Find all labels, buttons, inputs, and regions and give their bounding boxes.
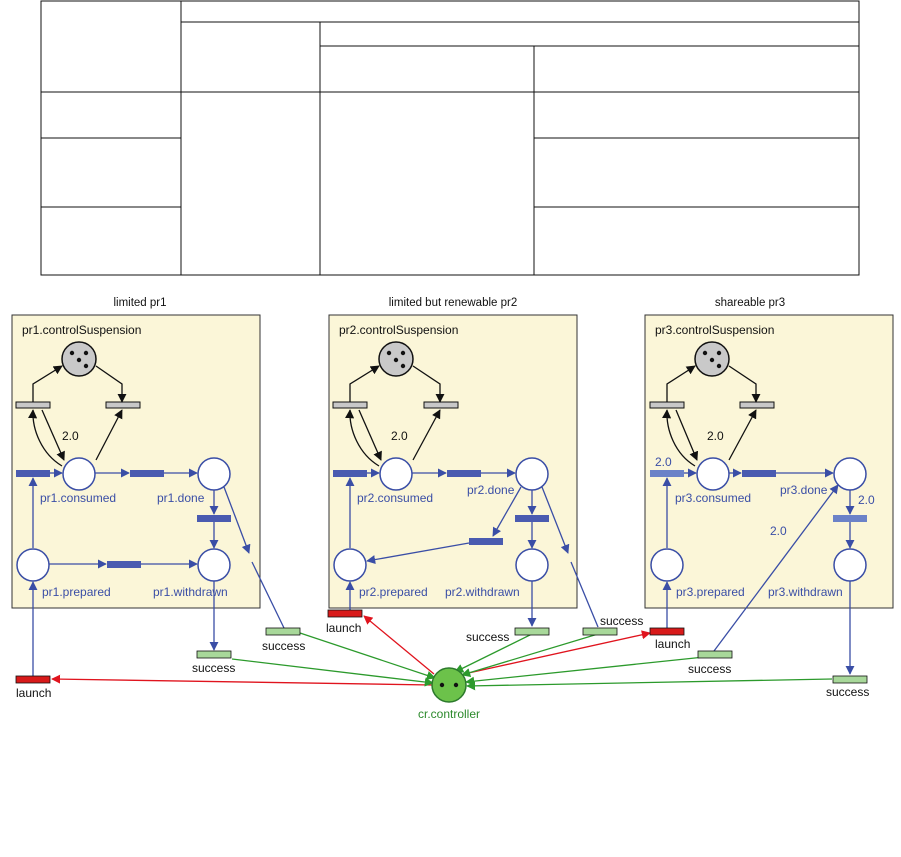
arc-weight-label: 2.0 (391, 429, 408, 443)
grey-transition (739, 401, 775, 409)
place-prepared (16, 548, 50, 582)
net-pr1: 2.0 pr1.consumed pr1.done pr1.prepared p… (15, 341, 285, 676)
success-label: success (262, 639, 305, 653)
panel-heading-pr3: shareable pr3 (715, 297, 785, 309)
success-transition (582, 627, 618, 636)
grey-transition (332, 401, 368, 409)
blue-transition (833, 515, 867, 522)
arc-weight-label: 2.0 (62, 429, 79, 443)
label-prepared: pr2.prepared (359, 585, 428, 599)
panel-heading-pr1: limited pr1 (113, 297, 166, 309)
panel-heading-pr2: limited but renewable pr2 (389, 297, 518, 309)
label-withdrawn: pr2.withdrawn (445, 585, 520, 599)
label-withdrawn: pr3.withdrawn (768, 585, 843, 599)
success-transition (196, 650, 232, 659)
success-transition (514, 627, 550, 636)
arc-weight-label: 2.0 (858, 493, 875, 507)
grey-transition (649, 401, 685, 409)
place-consumed (696, 457, 730, 491)
launch-transition-pr1 (15, 675, 51, 684)
box-title-pr3: pr3.controlSuspension (655, 323, 774, 337)
empty-table (40, 0, 860, 276)
label-consumed: pr3.consumed (675, 491, 751, 505)
blue-transition (130, 470, 164, 477)
place-done (515, 457, 549, 491)
label-done: pr2.done (467, 483, 515, 497)
success-label: success (600, 614, 643, 628)
label-prepared: pr1.prepared (42, 585, 111, 599)
success-transition (697, 650, 733, 659)
launch-label: launch (326, 621, 361, 635)
controller-arcs (51, 615, 833, 691)
resource-place (694, 341, 730, 377)
resource-place (378, 341, 414, 377)
grey-transition (15, 401, 51, 409)
label-done: pr1.done (157, 491, 205, 505)
label-done: pr3.done (780, 483, 828, 497)
place-done (197, 457, 231, 491)
controller-label: cr.controller (418, 707, 480, 721)
blue-transition (515, 515, 549, 522)
success-label: success (466, 630, 509, 644)
blue-transition (469, 538, 503, 545)
place-withdrawn (197, 548, 231, 582)
launch-label: launch (16, 686, 51, 700)
place-consumed (379, 457, 413, 491)
blue-transition (107, 561, 141, 568)
box-title-pr1: pr1.controlSuspension (22, 323, 141, 337)
launch-label: launch (655, 637, 690, 651)
place-withdrawn (833, 548, 867, 582)
net-pr3: 2.0 2.0 2.0 2.0 pr3.consumed pr3.done pr… (649, 341, 875, 675)
place-consumed (62, 457, 96, 491)
place-done (833, 457, 867, 491)
place-withdrawn (515, 548, 549, 582)
blue-transition (742, 470, 776, 477)
arc-weight-label: 2.0 (707, 429, 724, 443)
blue-transition (650, 470, 684, 477)
arc-weight-label: 2.0 (655, 455, 672, 469)
blue-transition (16, 470, 50, 477)
blue-transition (447, 470, 481, 477)
success-transition (265, 627, 301, 636)
net-pr2: 2.0 pr2.consumed pr2.done pr2.prepared p… (332, 341, 599, 628)
success-label: success (688, 662, 731, 676)
label-consumed: pr2.consumed (357, 491, 433, 505)
label-prepared: pr3.prepared (676, 585, 745, 599)
arc-weight-label: 2.0 (770, 524, 787, 538)
success-label: success (826, 685, 869, 699)
grey-transition (423, 401, 459, 409)
success-transition (832, 675, 868, 684)
grey-transition (105, 401, 141, 409)
box-title-pr2: pr2.controlSuspension (339, 323, 458, 337)
label-consumed: pr1.consumed (40, 491, 116, 505)
controller-place (431, 667, 467, 703)
launch-transition-pr3 (649, 627, 685, 636)
blue-transition (333, 470, 367, 477)
place-prepared (650, 548, 684, 582)
success-label: success (192, 661, 235, 675)
label-withdrawn: pr1.withdrawn (153, 585, 228, 599)
launch-transition-pr2 (327, 609, 363, 618)
blue-transition (197, 515, 231, 522)
place-prepared (333, 548, 367, 582)
resource-place (61, 341, 97, 377)
